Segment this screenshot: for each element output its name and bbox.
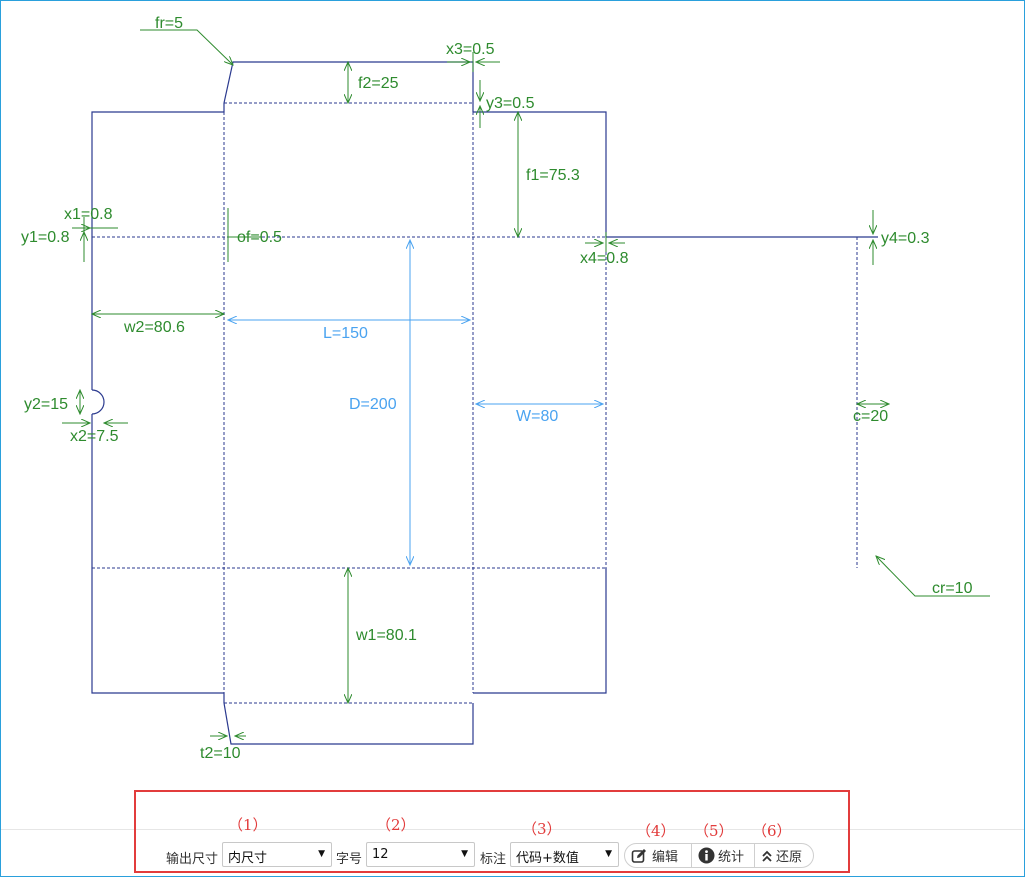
box-dieline-drawing: fr=5 x3=0.5 f2=25 y3=0.5 f1=75.3 x1=0.8 …	[21, 15, 990, 762]
label-c: c=20	[853, 408, 888, 425]
edit-icon	[631, 848, 646, 863]
label-f2: f2=25	[358, 75, 399, 92]
toolbar-highlight-box	[134, 790, 850, 873]
annotation-value: 代码+数值	[516, 851, 579, 866]
stats-button-label: 统计	[718, 850, 745, 865]
label-x1: x1=0.8	[64, 206, 113, 223]
info-icon	[698, 847, 715, 864]
cut-outline	[91, 61, 878, 745]
marker-2: （2）	[376, 816, 416, 834]
marker-4: （4）	[636, 822, 676, 840]
marker-1: （1）	[228, 816, 268, 834]
label-x2: x2=7.5	[70, 428, 119, 445]
label-x4: x4=0.8	[580, 250, 629, 267]
label-x3: x3=0.5	[446, 41, 495, 58]
output-size-label: 输出尺寸	[166, 852, 219, 867]
dropdown-arrow-icon: ▼	[461, 849, 468, 859]
label-y3: y3=0.5	[486, 95, 535, 112]
label-of: of=0.5	[237, 229, 282, 246]
marker-3: （3）	[522, 820, 562, 838]
label-t2: t2=10	[200, 745, 241, 762]
label-D: D=200	[349, 396, 397, 413]
label-cr: cr=10	[932, 580, 973, 597]
label-y2: y2=15	[24, 396, 68, 413]
toolbar-divider	[1, 829, 1024, 830]
chevrons-up-icon	[762, 850, 772, 862]
output-size-select[interactable]: 内尺寸 ▼	[222, 842, 332, 867]
dimension-labels: fr=5 x3=0.5 f2=25 y3=0.5 f1=75.3 x1=0.8 …	[21, 15, 973, 762]
label-L: L=150	[323, 325, 368, 342]
label-w1: w1=80.1	[355, 627, 417, 644]
stats-button[interactable]: 统计	[691, 844, 754, 867]
label-fr: fr=5	[155, 15, 183, 32]
marker-5: （5）	[694, 822, 734, 840]
label-f1: f1=75.3	[526, 167, 580, 184]
label-W: W=80	[516, 408, 558, 425]
blue-dimension-lines	[228, 240, 603, 565]
font-size-value: 12	[372, 847, 389, 862]
output-size-value: 内尺寸	[228, 851, 268, 866]
font-size-label: 字号	[336, 852, 363, 867]
label-w2: w2=80.6	[123, 319, 185, 336]
font-size-select[interactable]: 12 ▼	[366, 842, 475, 867]
green-dimension-lines	[62, 29, 990, 736]
edit-button-label: 编辑	[652, 850, 679, 865]
marker-6: （6）	[752, 822, 792, 840]
action-button-group: 编辑 统计 还原	[624, 843, 814, 868]
label-y4: y4=0.3	[881, 230, 930, 247]
dropdown-arrow-icon: ▼	[318, 849, 325, 859]
label-y1: y1=0.8	[21, 229, 70, 246]
restore-button-label: 还原	[776, 850, 803, 865]
fold-lines	[92, 102, 858, 704]
dropdown-arrow-icon: ▼	[605, 849, 612, 859]
edit-button[interactable]: 编辑	[625, 844, 691, 867]
restore-button[interactable]: 还原	[754, 844, 813, 867]
annotation-select[interactable]: 代码+数值 ▼	[510, 842, 619, 867]
annotation-label: 标注	[480, 852, 507, 867]
